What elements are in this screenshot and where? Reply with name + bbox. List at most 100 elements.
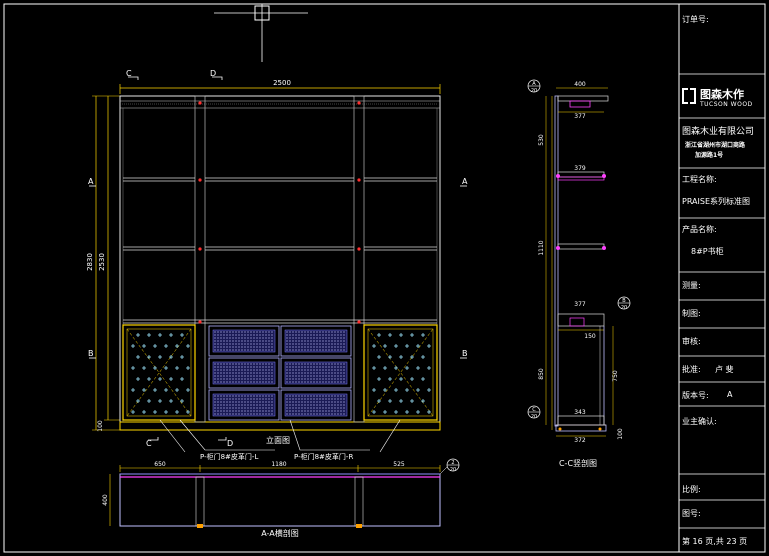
drawer-texture-dot — [322, 381, 324, 383]
drawer-texture-dot — [244, 404, 246, 406]
drawer-texture-dot — [301, 346, 303, 348]
drawer-texture-dot — [232, 337, 234, 339]
drawer-texture-dot — [343, 398, 345, 400]
section-c-bottom: C — [146, 439, 152, 448]
drawer-texture-dot — [298, 404, 300, 406]
pattern-cross-mark — [372, 388, 376, 392]
drawer-texture-dot — [328, 366, 330, 368]
drawer-texture-dot — [268, 372, 270, 374]
drawer-texture-dot — [250, 363, 252, 365]
drawer-texture-dot — [253, 349, 255, 351]
drawer-texture-dot — [214, 407, 216, 409]
drawer-texture-dot — [250, 413, 252, 415]
drawer-texture-dot — [271, 337, 273, 339]
drawer-texture-dot — [247, 340, 249, 342]
drawer-texture-dot — [247, 378, 249, 380]
drawer-texture-dot — [223, 346, 225, 348]
drawer-texture-dot — [262, 401, 264, 403]
drawer-texture-dot — [229, 404, 231, 406]
drawer-texture-dot — [229, 372, 231, 374]
pattern-cross-mark — [416, 410, 420, 414]
drawer-texture-dot — [337, 337, 339, 339]
plan-dim-depth: 400 — [102, 494, 109, 506]
drawer-texture-dot — [304, 398, 306, 400]
drawer-texture-dot — [298, 343, 300, 345]
drawer-texture-dot — [292, 407, 294, 409]
pattern-cross-mark — [175, 344, 179, 348]
drawer-texture-dot — [265, 337, 267, 339]
drawer-texture-dot — [325, 375, 327, 377]
section-b-left: B — [88, 349, 94, 358]
drawer-texture-dot — [286, 404, 288, 406]
drawer-texture-dot — [235, 404, 237, 406]
drawer-texture-dot — [325, 334, 327, 336]
drawer-texture-dot — [301, 375, 303, 377]
drawer-texture-dot — [289, 363, 291, 365]
drawer-texture-dot — [292, 349, 294, 351]
drawer-texture-dot — [286, 372, 288, 374]
drawer-texture-dot — [301, 340, 303, 342]
side-section-title: C-C竖剖图 — [559, 458, 597, 468]
drawer-texture-dot — [310, 398, 312, 400]
drawer-texture-dot — [271, 375, 273, 377]
drawer-texture-dot — [253, 410, 255, 412]
pattern-cross-mark — [164, 366, 168, 370]
pattern-cross-mark — [164, 410, 168, 414]
drawer-texture-dot — [325, 340, 327, 342]
drawer-texture-dot — [322, 410, 324, 412]
drawer-texture-dot — [307, 395, 309, 397]
drawer-texture-dot — [253, 369, 255, 371]
side-marker-a-top: A — [532, 81, 536, 87]
section-b-right: B — [462, 349, 468, 358]
section-c-top: C — [126, 69, 132, 78]
drawer-texture-dot — [319, 404, 321, 406]
drawer-texture-dot — [331, 334, 333, 336]
pattern-cross-mark — [372, 366, 376, 370]
drawer-texture-dot — [337, 340, 339, 342]
drawer-texture-dot — [304, 410, 306, 412]
drawer-texture-dot — [304, 349, 306, 351]
drawer-texture-dot — [334, 331, 336, 333]
drawer-texture-dot — [268, 407, 270, 409]
pattern-cross-mark — [142, 410, 146, 414]
drawer-texture-dot — [226, 349, 228, 351]
drawer-texture-dot — [250, 381, 252, 383]
drawer-texture-dot — [307, 346, 309, 348]
drawer-texture-dot — [226, 410, 228, 412]
drawer-texture-dot — [295, 372, 297, 374]
drawer-texture-dot — [250, 407, 252, 409]
drawer-texture-dot — [292, 398, 294, 400]
drawer-texture-dot — [229, 343, 231, 345]
drawer-texture-dot — [232, 366, 234, 368]
drawer-texture-dot — [343, 410, 345, 412]
drawer-texture-dot — [217, 398, 219, 400]
drawer-texture-dot — [304, 404, 306, 406]
drawer-texture-dot — [313, 398, 315, 400]
drawer-texture-dot — [286, 343, 288, 345]
project-value: PRAISE系列标准图 — [682, 197, 751, 206]
pattern-cross-mark — [136, 377, 140, 381]
drawer-texture-dot — [247, 372, 249, 374]
drawer-texture-dot — [265, 413, 267, 415]
drawer-texture-dot — [217, 372, 219, 374]
pattern-cross-mark — [416, 344, 420, 348]
drawer-texture-dot — [253, 346, 255, 348]
drawer-texture-dot — [271, 369, 273, 371]
drawer-texture-dot — [238, 340, 240, 342]
drawer-texture-dot — [223, 343, 225, 345]
drawer-texture-dot — [289, 381, 291, 383]
drawer-texture-dot — [229, 410, 231, 412]
drawer-texture-dot — [268, 401, 270, 403]
drawer-texture-dot — [271, 407, 273, 409]
drawer-panel — [208, 325, 280, 357]
drawer-texture-dot — [340, 349, 342, 351]
drawer-texture-dot — [340, 346, 342, 348]
drawer-texture-dot — [295, 378, 297, 380]
drawer-texture-dot — [304, 378, 306, 380]
drawer-texture-dot — [262, 334, 264, 336]
drawer-texture-dot — [313, 410, 315, 412]
drawer-texture-dot — [304, 366, 306, 368]
drawer-texture-dot — [337, 410, 339, 412]
drawer-texture-dot — [316, 343, 318, 345]
drawer-texture-dot — [220, 375, 222, 377]
